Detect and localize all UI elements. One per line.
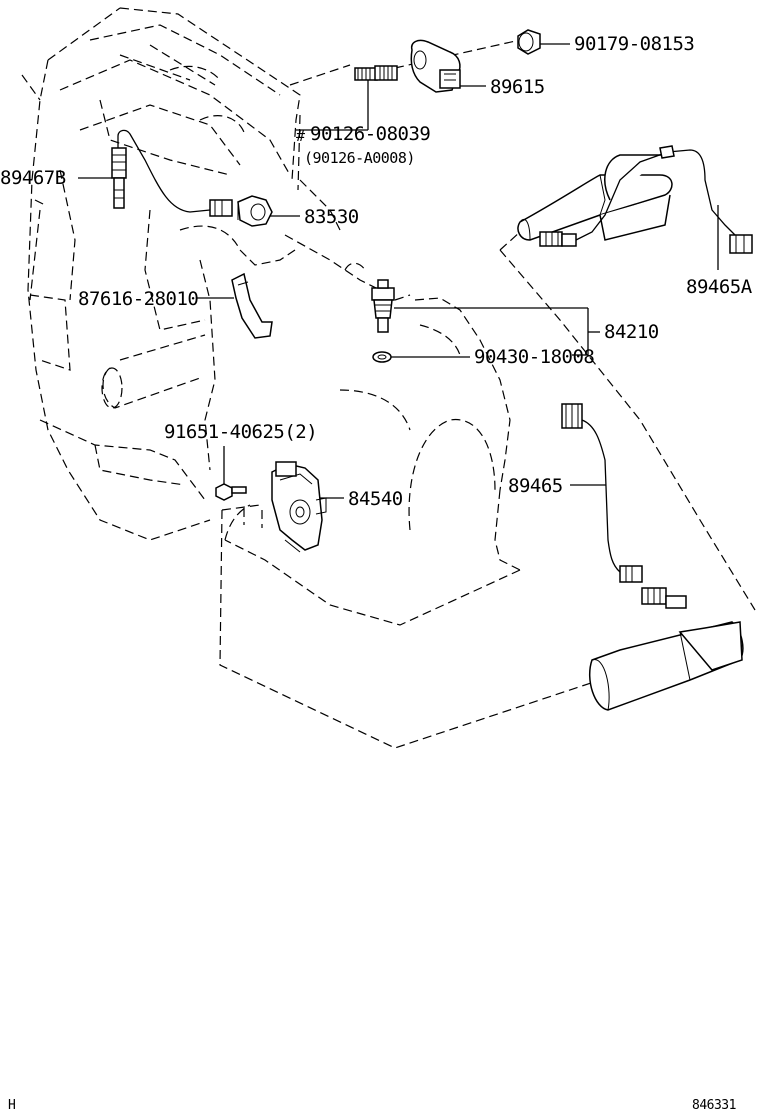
oxygen-sensor-89465 (561, 403, 744, 711)
sensor-83530 (237, 195, 273, 227)
clamp-87616 (231, 272, 273, 339)
label-84540: 84540 (348, 488, 403, 510)
diagram-code: 846331 (692, 1098, 736, 1113)
leader-lines (78, 43, 719, 499)
stud-bolt-90126 (354, 65, 398, 81)
switch-84210 (371, 279, 395, 333)
label-89465: 89465 (508, 475, 563, 497)
label-91651-40625: 91651-40625(2) (164, 421, 318, 443)
label-83530: 83530 (304, 206, 359, 228)
label-89615: 89615 (490, 76, 545, 98)
nut-90179 (517, 29, 541, 55)
bolt-91651 (215, 483, 247, 501)
label-90126-mark: # (296, 127, 305, 145)
oxygen-sensor-89465a (517, 145, 753, 254)
switch-84540 (243, 461, 327, 553)
gasket-90430 (372, 351, 392, 363)
footer-left-mark: H (8, 1098, 16, 1113)
label-90430-18008: 90430-18008 (474, 346, 595, 368)
engine-outline (21, 7, 521, 626)
oxygen-sensor-89467b (111, 129, 233, 217)
label-89465a: 89465A (686, 276, 752, 298)
label-87616-28010: 87616-28010 (78, 288, 199, 310)
knock-sensor-89615 (410, 39, 461, 93)
assembly-enclosure (29, 39, 756, 749)
label-89467b: 89467B (0, 167, 66, 189)
label-90126-a0008: (90126-A0008) (304, 149, 415, 167)
label-90126-08039: 90126-08039 (310, 123, 431, 145)
label-84210: 84210 (604, 321, 659, 343)
label-90179-08153: 90179-08153 (574, 33, 695, 55)
